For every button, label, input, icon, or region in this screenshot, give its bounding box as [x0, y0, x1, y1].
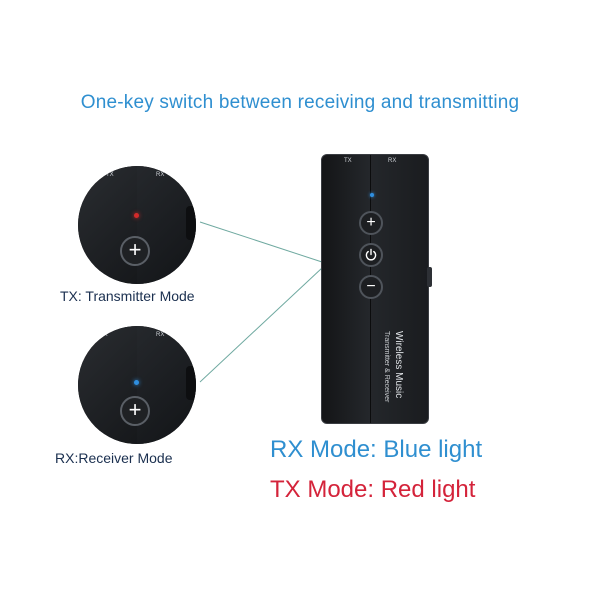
tx-mode-legend: TX Mode: Red light: [270, 476, 476, 503]
bluetooth-device: TX RX + − Wireless Music Transmitter & R…: [321, 154, 432, 424]
plus-button[interactable]: +: [120, 396, 150, 426]
rx-label: RX: [156, 332, 165, 338]
tx-label: TX: [100, 332, 108, 338]
power-icon: [365, 248, 377, 261]
device-tx-label: TX: [344, 158, 352, 164]
zoom-tx-mode: TX RX +: [78, 166, 196, 284]
connector-line-tx: [199, 221, 323, 263]
brand-title: Wireless Music: [393, 331, 404, 399]
connector-line-rx: [199, 267, 323, 383]
volume-up-button[interactable]: +: [359, 211, 383, 235]
device-status-light: [370, 193, 374, 197]
headline: One-key switch between receiving and tra…: [80, 92, 520, 113]
rx-mode-caption: RX:Receiver Mode: [55, 450, 173, 466]
brand-subtitle: Transmitter & Receiver: [383, 331, 390, 403]
plus-button[interactable]: +: [120, 236, 150, 266]
volume-down-button[interactable]: −: [359, 275, 383, 299]
rx-mode-legend: RX Mode: Blue light: [270, 436, 483, 463]
status-light: [134, 380, 139, 385]
tx-label: TX: [106, 172, 114, 178]
side-switch[interactable]: [427, 267, 432, 287]
power-button[interactable]: [359, 243, 383, 267]
tx-mode-caption: TX: Transmitter Mode: [60, 288, 195, 304]
zoom-rx-mode: TX RX +: [78, 326, 196, 444]
device-rx-label: RX: [388, 158, 397, 164]
rx-label: RX: [156, 172, 165, 178]
device-branding: Wireless Music Transmitter & Receiver: [324, 331, 404, 431]
status-light: [134, 213, 139, 218]
